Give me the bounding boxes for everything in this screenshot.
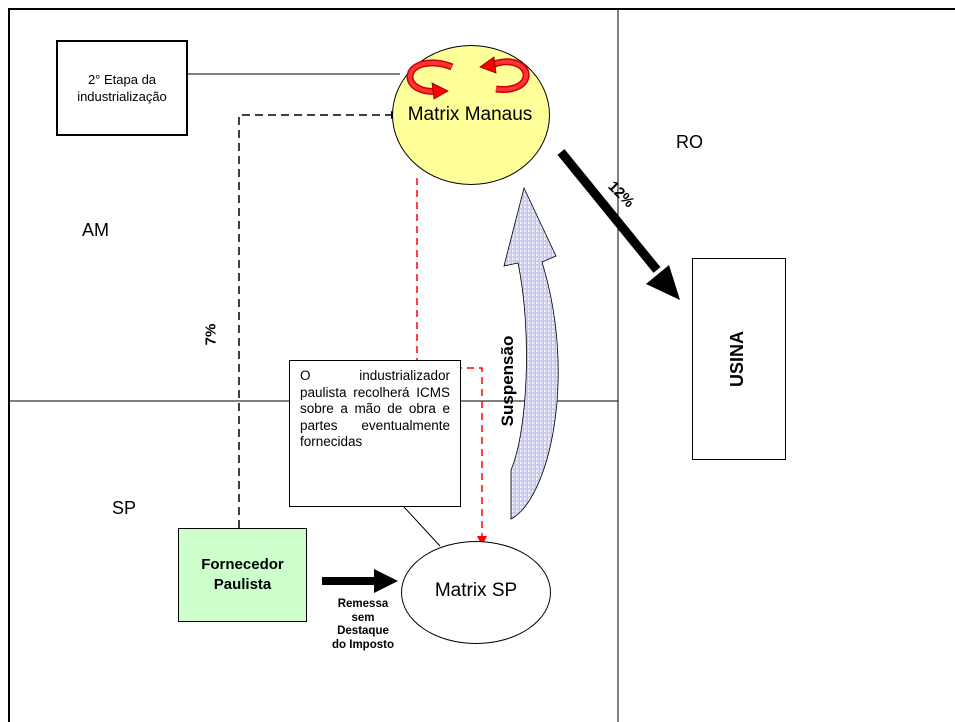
etapa-box: 2° Etapa da industrialização: [56, 40, 188, 136]
dashed-path-7pct: [238, 114, 394, 528]
arrow-12pct-head: [646, 265, 680, 300]
outer-frame: [8, 8, 955, 722]
note-box: O industrializador paulista recolherá IC…: [289, 360, 461, 507]
matrix-manaus-label: Matrix Manaus: [407, 104, 533, 125]
remessa-line-3: Destaque: [337, 625, 389, 637]
matrix-sp-node: [401, 541, 551, 644]
fornecedor-line-2: Paulista: [213, 576, 272, 593]
remessa-line-1: Remessa: [337, 598, 389, 610]
rotation-arrows-icon: [406, 56, 530, 100]
remessa-line-4: do Imposto: [332, 638, 394, 651]
arrow-12pct-shaft: [557, 149, 661, 273]
etapa-line-2: industrialização: [77, 89, 167, 104]
matrix-sp-label: Matrix SP: [434, 580, 518, 601]
region-label-ro: RO: [676, 132, 703, 152]
connector-note-matrixsp: [403, 506, 441, 547]
etapa-line-1: 2° Etapa da: [87, 72, 157, 87]
remessa-line-2: sem: [351, 611, 375, 624]
usina-label: USINA: [727, 331, 747, 388]
usina-box: [692, 258, 786, 460]
region-label-am: AM: [82, 220, 109, 240]
fornecedor-paulista-node: Fornecedor Paulista: [178, 528, 307, 622]
suspensao-label: Suspensão: [498, 335, 517, 427]
suspensao-curved-arrow: [503, 186, 559, 520]
arrow-remessa-head: [374, 569, 398, 593]
arrow-7pct-label: 7%: [202, 323, 220, 346]
remessa-label: Remessa sem Destaque do Imposto: [318, 598, 408, 652]
region-label-sp: SP: [112, 498, 137, 518]
fornecedor-line-1: Fornecedor: [201, 556, 284, 573]
